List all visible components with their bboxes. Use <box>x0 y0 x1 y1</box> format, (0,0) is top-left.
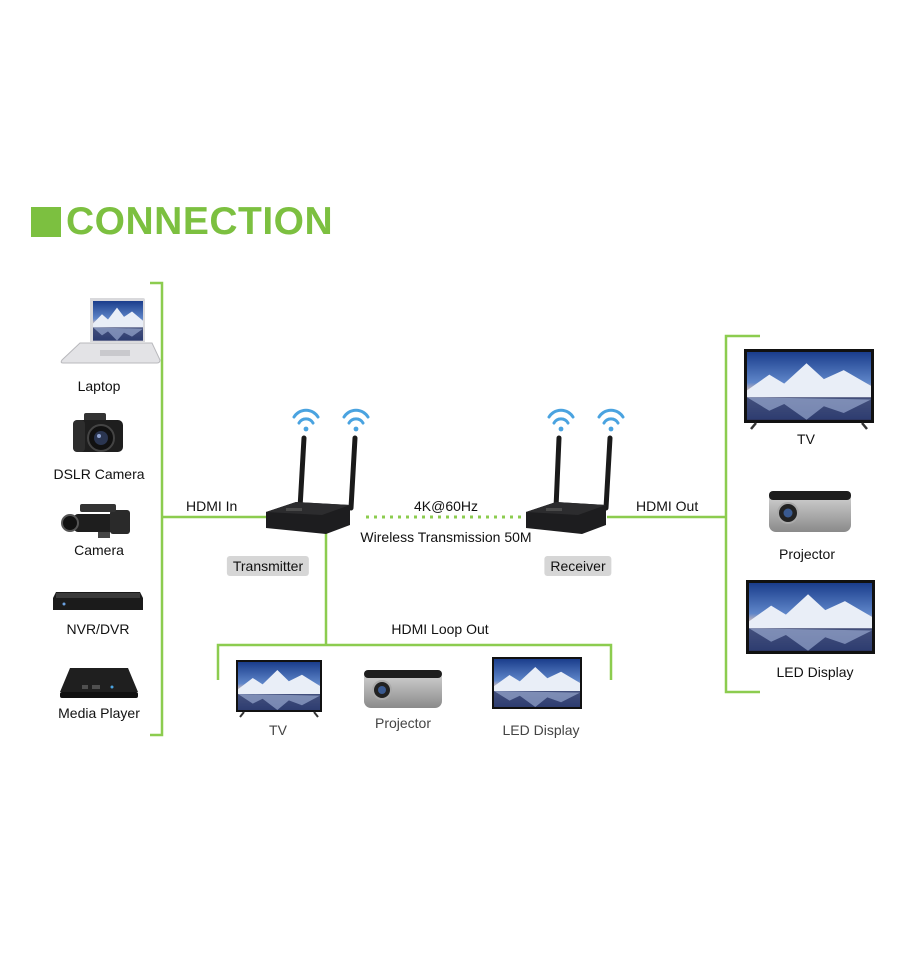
source-label-camera: Camera <box>74 542 124 558</box>
output-led-display-icon <box>746 580 875 654</box>
output-projector-label: Projector <box>778 546 836 562</box>
hdmi-in-label: HDMI In <box>186 498 238 514</box>
loop-tv-icon <box>236 660 322 718</box>
loop-projector-label: Projector <box>374 715 432 731</box>
nvr-dvr-icon <box>53 592 143 610</box>
loop-projector-icon <box>364 670 442 708</box>
wireless-range-label: Wireless Transmission 50M <box>360 529 532 545</box>
output-tv-label: TV <box>797 431 815 447</box>
source-label-nvr-dvr: NVR/DVR <box>66 621 130 637</box>
title-marker <box>31 207 61 237</box>
loop-led-display-icon <box>492 657 582 709</box>
camcorder-icon <box>61 504 130 538</box>
laptop-icon <box>60 298 161 364</box>
output-projector-icon <box>769 491 851 532</box>
receiver-wifi-icon <box>547 408 625 432</box>
hdmi-loop-out-label: HDMI Loop Out <box>391 621 489 637</box>
media-player-icon <box>60 668 138 698</box>
receiver-device <box>526 435 613 534</box>
transmitter-label: Transmitter <box>226 556 310 576</box>
resolution-label: 4K@60Hz <box>413 498 479 514</box>
source-label-laptop: Laptop <box>77 378 121 394</box>
page-title: CONNECTION <box>66 200 334 243</box>
loop-tv-label: TV <box>269 722 287 738</box>
hdmi-out-label: HDMI Out <box>636 498 699 514</box>
transmitter-wifi-icon <box>292 408 370 432</box>
transmitter-device <box>266 435 358 534</box>
source-label-dslr-camera: DSLR Camera <box>53 466 145 482</box>
output-tv-icon <box>744 349 874 430</box>
receiver-label: Receiver <box>544 556 612 576</box>
dslr-camera-icon <box>73 413 123 452</box>
source-label-media-player: Media Player <box>58 705 140 721</box>
output-led-display-label: LED Display <box>776 664 854 680</box>
connection-lines <box>150 281 760 737</box>
loop-led-display-label: LED Display <box>502 722 580 738</box>
